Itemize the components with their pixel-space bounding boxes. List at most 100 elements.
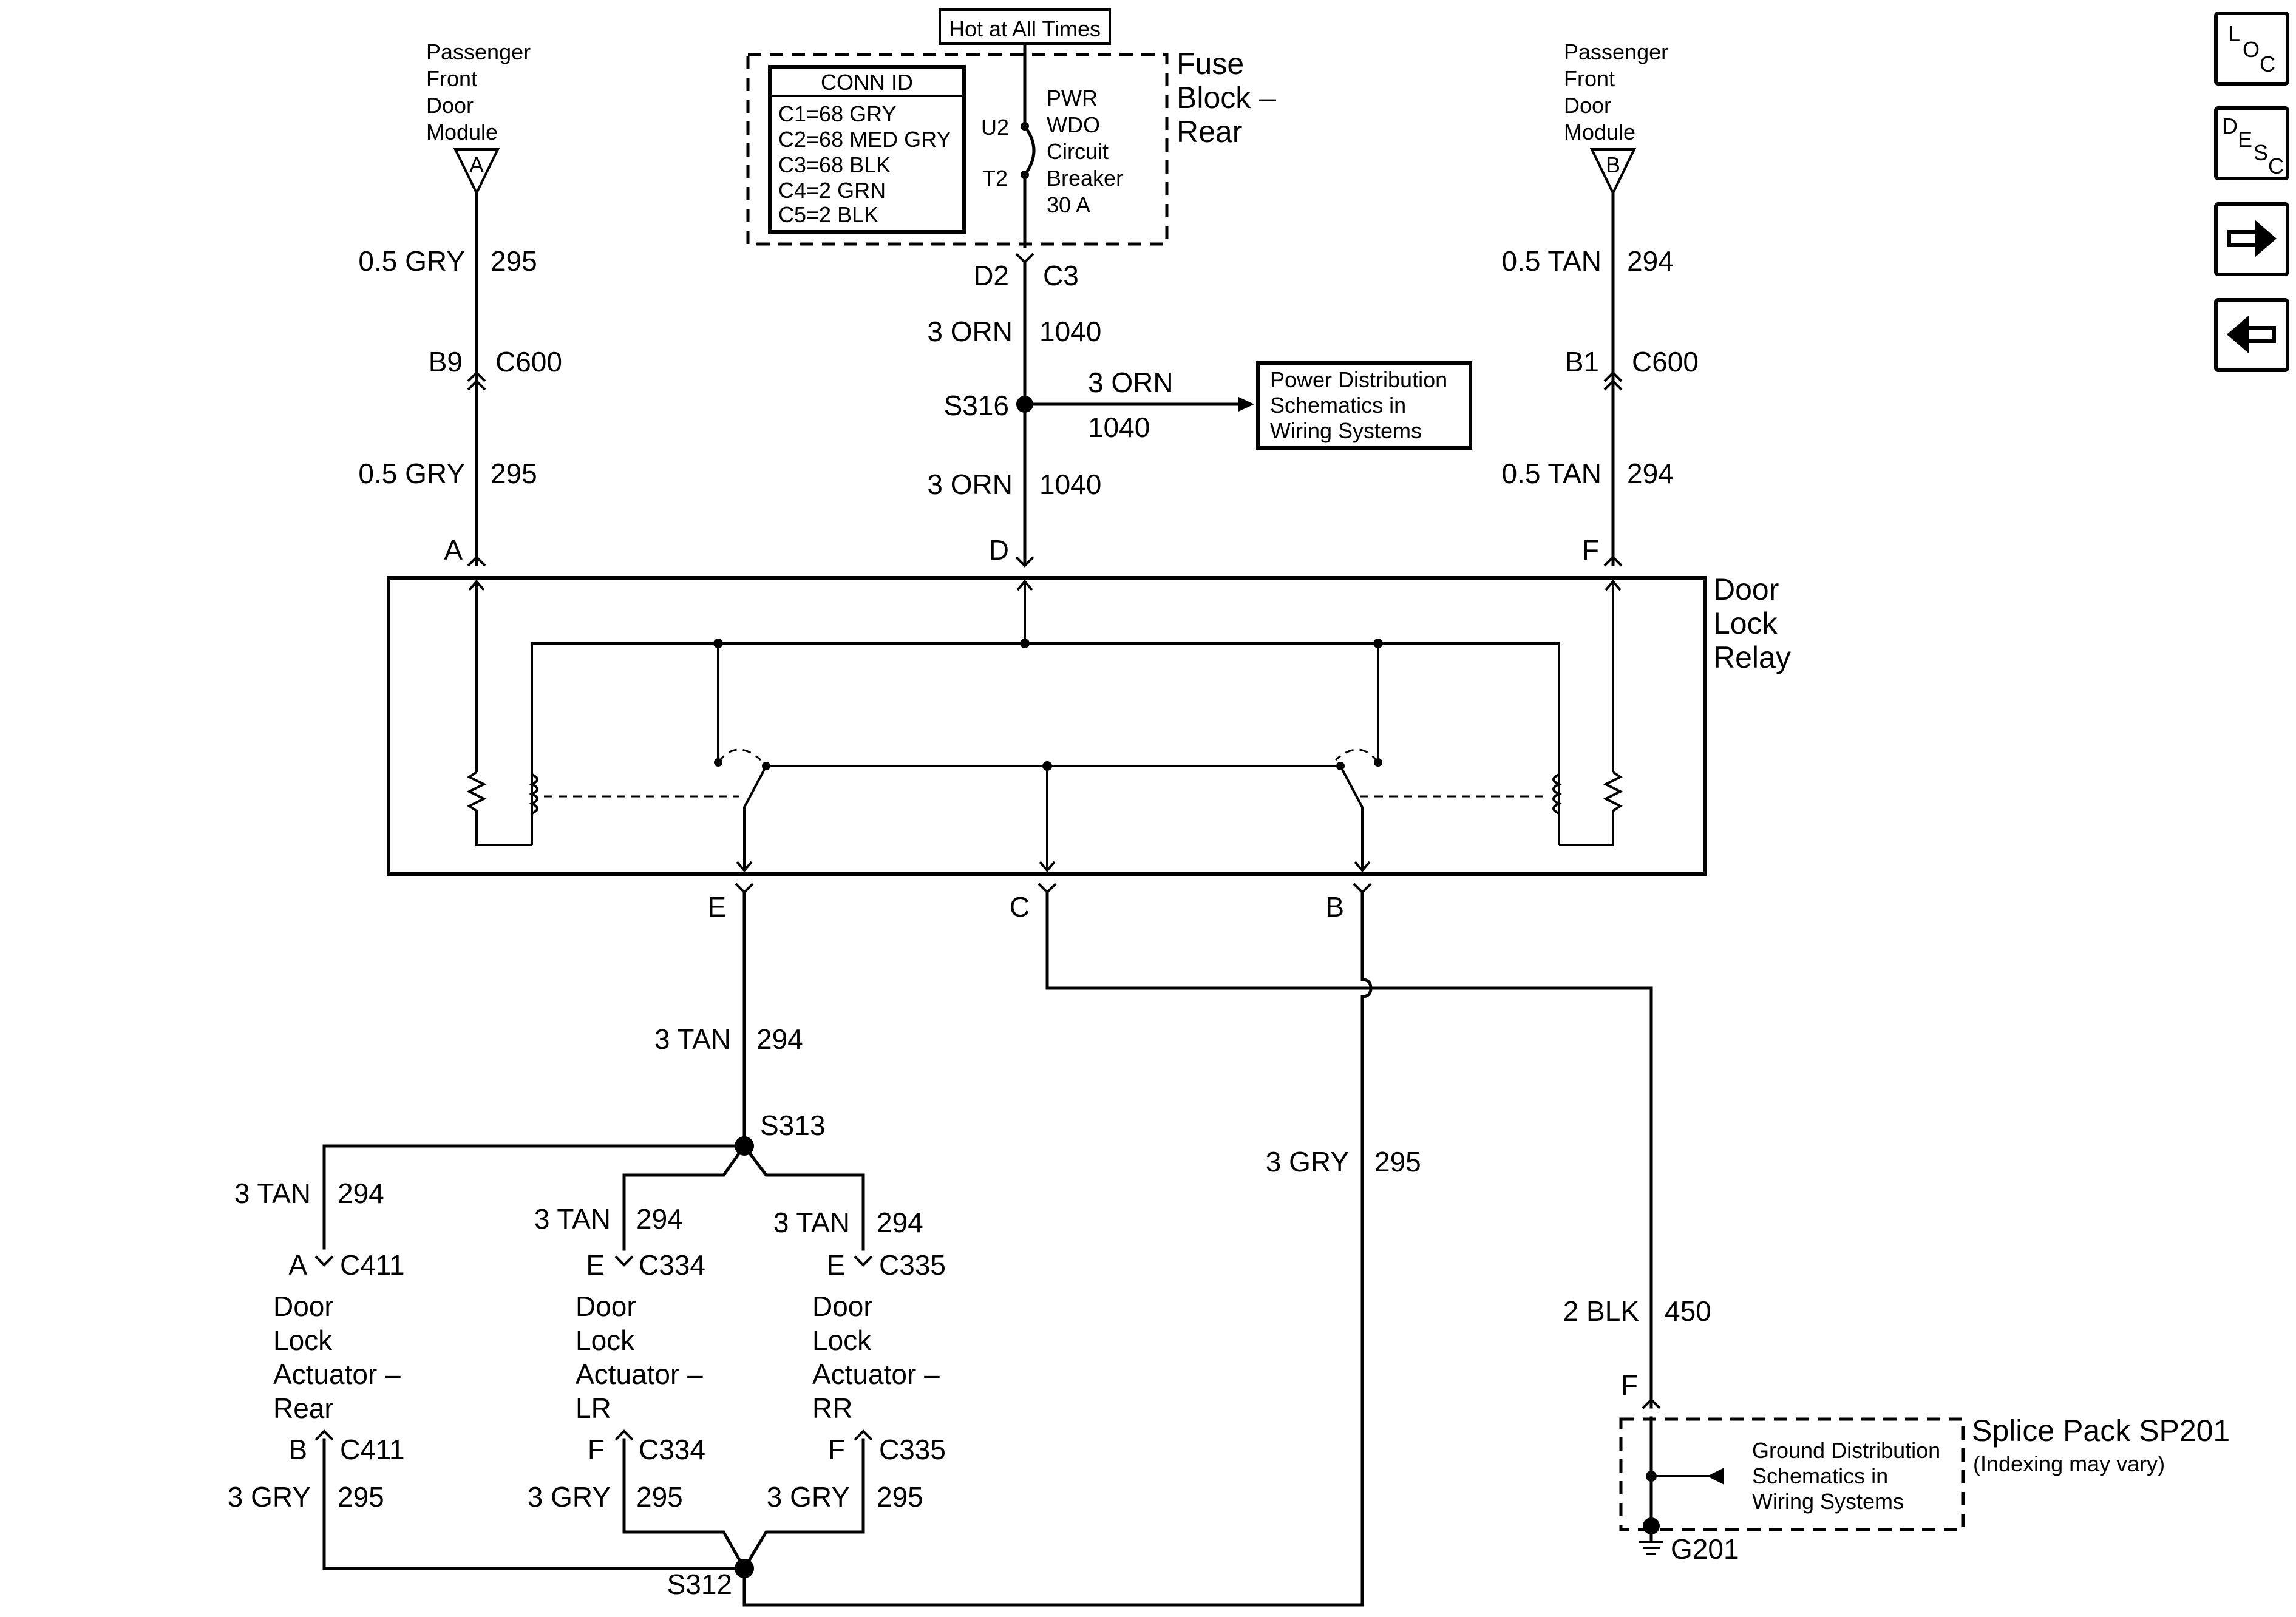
door-lock-relay-box <box>387 576 1707 876</box>
relay-pin-d: D <box>989 534 1034 568</box>
connector-c3-d2: D2 C3 <box>973 253 1079 291</box>
svg-text:C411: C411 <box>340 1434 405 1465</box>
hot-at-all-times-label: Hot at All Times <box>939 8 1111 45</box>
svg-text:Schematics in: Schematics in <box>1752 1463 1888 1488</box>
location-button[interactable]: L O C <box>2214 12 2289 86</box>
splice-s316-label: S316 <box>944 390 1009 421</box>
svg-text:Block –: Block – <box>1177 81 1276 115</box>
circuit-number-label: 1040 <box>1039 316 1101 347</box>
relay-pin-c: C <box>1010 883 1057 923</box>
svg-text:295: 295 <box>636 1481 683 1513</box>
connector-c600-b9: B9 C600 <box>429 346 562 391</box>
wire-294-to-rear <box>322 1144 746 1250</box>
svg-text:E: E <box>826 1249 845 1281</box>
svg-text:295: 295 <box>338 1481 384 1513</box>
svg-text:L: L <box>2228 21 2240 46</box>
svg-text:B9: B9 <box>429 346 463 378</box>
svg-text:3 GRY: 3 GRY <box>528 1481 611 1513</box>
svg-text:O: O <box>2243 37 2260 62</box>
svg-text:D2: D2 <box>973 260 1009 291</box>
svg-text:3 TAN: 3 TAN <box>234 1178 311 1209</box>
svg-text:C334: C334 <box>639 1249 705 1281</box>
svg-text:C335: C335 <box>879 1249 946 1281</box>
svg-text:Schematics in: Schematics in <box>1270 393 1406 418</box>
svg-text:Ground Distribution: Ground Distribution <box>1752 1438 1940 1463</box>
svg-text:Front: Front <box>1564 66 1615 91</box>
conn-id-row: C1=68 GRY <box>778 101 896 126</box>
svg-text:C: C <box>2260 52 2275 76</box>
svg-text:F: F <box>828 1434 845 1465</box>
splice-s312 <box>735 1559 754 1578</box>
arrow-right-icon <box>1238 397 1254 412</box>
relay-pin-b: B <box>1325 883 1372 923</box>
arrow-left-icon <box>2227 316 2276 353</box>
svg-text:A: A <box>288 1249 307 1281</box>
wire-color-label: 3 ORN <box>1088 367 1173 398</box>
svg-text:Actuator –: Actuator – <box>273 1358 401 1390</box>
connector-tick <box>1642 1398 1661 1409</box>
svg-text:RR: RR <box>812 1392 852 1424</box>
svg-text:3 TAN: 3 TAN <box>534 1203 611 1235</box>
svg-text:294: 294 <box>636 1203 683 1235</box>
description-button[interactable]: D E S C <box>2214 106 2289 180</box>
svg-text:Passenger: Passenger <box>1564 39 1668 64</box>
svg-text:3 TAN: 3 TAN <box>773 1207 850 1238</box>
svg-text:B: B <box>288 1434 307 1465</box>
svg-text:C3: C3 <box>1043 260 1079 291</box>
svg-text:295: 295 <box>877 1481 923 1513</box>
circuit-number-label: 295 <box>491 458 537 489</box>
svg-text:Rear: Rear <box>273 1392 334 1424</box>
svg-text:Door: Door <box>273 1290 334 1322</box>
svg-text:Hot at All Times: Hot at All Times <box>949 16 1101 41</box>
ground-distribution-reference: Ground Distribution Schematics in Wiring… <box>1752 1438 1940 1514</box>
ground-icon <box>1639 1524 1663 1555</box>
svg-text:A: A <box>444 534 463 566</box>
svg-text:Front: Front <box>426 66 477 91</box>
svg-text:U2: U2 <box>981 115 1009 140</box>
wire-color-label: 3 ORN <box>927 469 1013 500</box>
svg-text:E: E <box>586 1249 605 1281</box>
svg-text:A: A <box>469 152 484 177</box>
svg-text:Door: Door <box>426 93 474 118</box>
svg-text:Actuator –: Actuator – <box>576 1358 703 1390</box>
previous-page-button[interactable] <box>2214 298 2289 372</box>
svg-text:3 GRY: 3 GRY <box>767 1481 850 1513</box>
wire-295-lr <box>622 1438 747 1571</box>
door-lock-relay-label: Door Lock Relay <box>1713 572 1791 674</box>
passenger-front-door-module-right: Passenger Front Door Module B <box>1564 39 1668 196</box>
splice-pack-sp201-label: Splice Pack SP201 (Indexing may vary) <box>1972 1414 2230 1476</box>
svg-text:(Indexing may vary): (Indexing may vary) <box>1973 1451 2165 1476</box>
svg-text:294: 294 <box>338 1178 384 1209</box>
relay-pin-e: E <box>707 883 754 923</box>
svg-text:Module: Module <box>1564 120 1635 144</box>
svg-text:C: C <box>2268 154 2284 178</box>
fuse-block-rear-label: Fuse Block – Rear <box>1177 47 1276 149</box>
svg-text:Relay: Relay <box>1713 640 1791 674</box>
svg-text:PWR: PWR <box>1047 86 1098 110</box>
svg-text:Breaker: Breaker <box>1047 166 1123 191</box>
wire-color-label: 3 GRY <box>1266 1146 1349 1178</box>
svg-text:Door: Door <box>1713 572 1779 606</box>
wire-color-label: 3 ORN <box>927 316 1013 347</box>
conn-id-table: CONN ID C1=68 GRY C2=68 MED GRY C3=68 BL… <box>768 65 966 234</box>
wire-295-rr <box>742 1438 865 1571</box>
svg-text:Power Distribution: Power Distribution <box>1270 367 1447 392</box>
svg-text:294: 294 <box>877 1207 923 1238</box>
svg-text:Passenger: Passenger <box>426 39 531 64</box>
svg-text:D: D <box>2222 114 2238 138</box>
splice-pack-pin-f: F <box>1621 1369 1638 1401</box>
connector-c600-b1: B1 C600 <box>1565 346 1699 391</box>
svg-text:C600: C600 <box>1632 346 1699 378</box>
door-lock-actuator-lr: 3 TAN 294 E C334 Door Lock Actuator – LR… <box>528 1203 705 1513</box>
svg-text:C334: C334 <box>639 1434 705 1465</box>
svg-text:Wiring Systems: Wiring Systems <box>1752 1489 1904 1514</box>
svg-text:Lock: Lock <box>576 1324 635 1356</box>
next-page-button[interactable] <box>2214 202 2289 276</box>
conn-id-row: C4=2 GRN <box>778 178 886 203</box>
svg-text:Circuit: Circuit <box>1047 139 1109 164</box>
svg-text:Lock: Lock <box>1713 606 1778 640</box>
circuit-number-label: 1040 <box>1039 469 1101 500</box>
svg-text:E: E <box>2238 127 2252 152</box>
svg-text:T2: T2 <box>982 166 1008 191</box>
power-distribution-reference: Power Distribution Schematics in Wiring … <box>1256 361 1472 450</box>
